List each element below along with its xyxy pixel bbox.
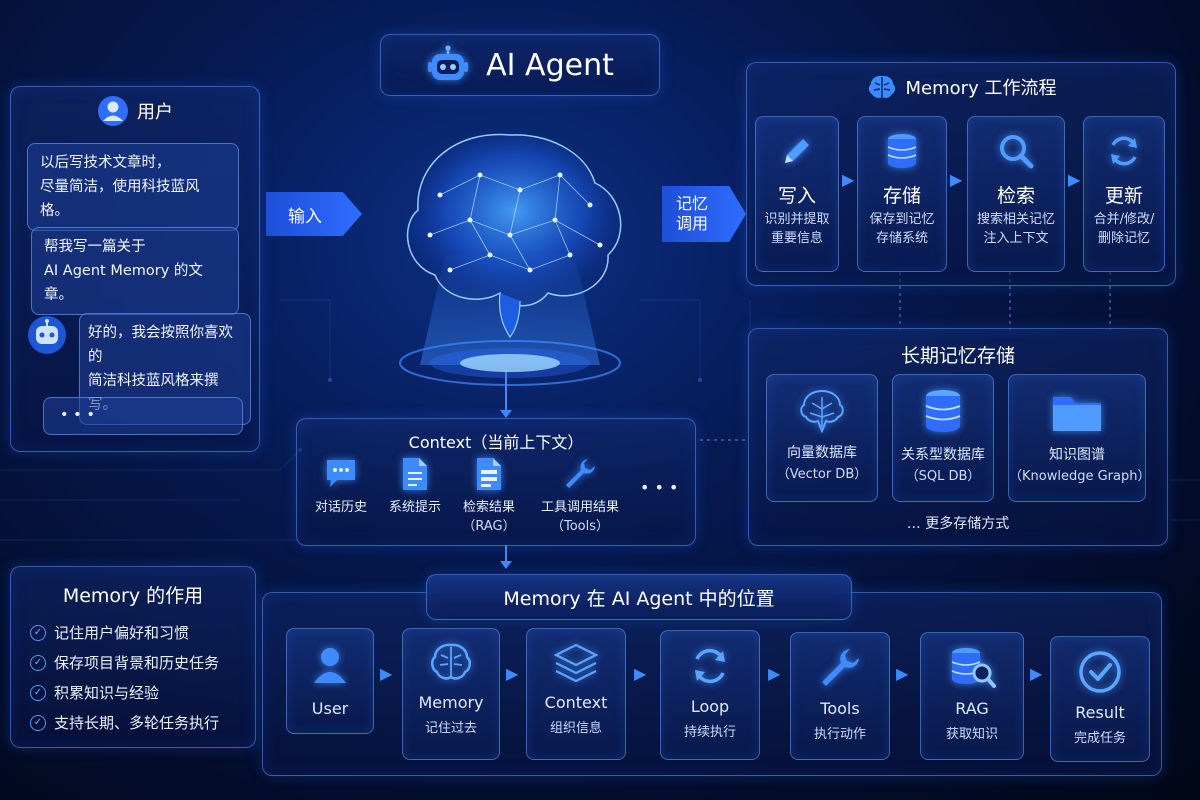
chat-icon	[323, 456, 359, 490]
position-step-user: User	[286, 628, 374, 734]
check-icon: ✓	[30, 654, 46, 671]
user-message-2: 帮我写一篇关于 AI Agent Memory 的文章。	[31, 227, 239, 315]
workflow-step-update: 更新 合并/修改/ 删除记忆	[1083, 116, 1165, 272]
context-item-tools: 工具调用结果 （Tools）	[530, 456, 630, 536]
workflow-step-store: 存储 保存到记忆 存储系统	[857, 116, 947, 272]
context-item-chat-history: 对话历史	[306, 456, 376, 517]
document-icon	[399, 456, 431, 492]
flow-arrow-icon: ▶	[842, 170, 855, 189]
position-step-loop: Loop 持续执行	[660, 630, 760, 760]
flow-arrow-icon: ▶	[634, 664, 647, 683]
flow-arrow-icon: ▶	[380, 664, 393, 683]
workflow-step-title: 检索	[996, 185, 1035, 207]
check-icon: ✓	[30, 714, 46, 731]
typing-indicator: • • •	[43, 397, 243, 435]
user-icon	[97, 95, 129, 127]
flow-arrow-icon: ▶	[896, 664, 909, 683]
memory-role-item: ✓ 记住用户偏好和习惯	[30, 622, 189, 643]
position-step-context: Context 组织信息	[526, 628, 626, 760]
user-icon	[308, 643, 352, 687]
check-icon: ✓	[30, 624, 46, 641]
context-item-rag: 检索结果 （RAG）	[454, 456, 524, 536]
more-storage-label: … 更多存储方式	[906, 516, 1010, 532]
position-step-result: Result 完成任务	[1050, 636, 1150, 762]
brain-hologram	[399, 133, 622, 386]
agent-avatar-icon	[27, 315, 67, 355]
brain-icon	[427, 641, 475, 685]
page-title: AI Agent	[486, 47, 614, 83]
memory-role-item: ✓ 保存项目背景和历史任务	[30, 652, 219, 673]
position-step-tools: Tools 执行动作	[790, 632, 890, 760]
flow-arrow-icon: ▶	[1030, 664, 1043, 683]
user-panel-header: 用户	[11, 95, 259, 127]
flow-arrow-icon: ▶	[506, 664, 519, 683]
robot-icon	[426, 45, 470, 85]
context-more: • • •	[640, 478, 679, 497]
database-icon	[882, 131, 922, 171]
memory-roles-title: Memory 的作用	[62, 585, 204, 607]
long-term-storage-title: 长期记忆存储	[900, 345, 1015, 367]
workflow-step-retrieve: 检索 搜索相关记忆 注入上下文	[967, 116, 1065, 272]
pencil-icon	[777, 131, 817, 171]
db-search-icon	[946, 645, 998, 691]
flow-arrow-icon: ▶	[950, 170, 963, 189]
loop-icon	[687, 643, 733, 689]
wrench-icon	[817, 645, 863, 691]
refresh-icon	[1104, 131, 1144, 171]
position-step-rag: RAG 获取知识	[920, 632, 1024, 760]
memory-role-item: ✓ 支持长期、多轮任务执行	[30, 712, 219, 733]
user-panel-title: 用户	[137, 102, 173, 123]
context-item-system-prompt: 系统提示	[380, 456, 450, 517]
wrench-icon	[562, 456, 598, 492]
workflow-step-title: 更新	[1104, 185, 1143, 207]
database-icon	[918, 387, 968, 437]
workflow-step-title: 存储	[882, 185, 921, 207]
vector-tree-icon	[794, 387, 850, 433]
check-circle-icon	[1077, 649, 1123, 695]
memory-role-item: ✓ 积累知识与经验	[30, 682, 159, 703]
layers-icon	[552, 641, 600, 685]
store-vector-db: 向量数据库 （Vector DB）	[766, 374, 878, 502]
search-icon	[996, 131, 1036, 171]
store-sql-db: 关系型数据库 （SQL DB）	[892, 374, 994, 502]
position-title: Memory 在 AI Agent 中的位置	[503, 587, 775, 610]
workflow-step-write: 写入 识别并提取 重要信息	[755, 116, 839, 272]
position-step-memory: Memory 记住过去	[402, 628, 500, 760]
memory-roles-panel: Memory 的作用	[10, 566, 256, 748]
brain-icon	[866, 73, 898, 101]
flow-arrow-icon: ▶	[1068, 170, 1081, 189]
file-list-icon	[473, 456, 505, 492]
flow-arrow-icon: ▶	[768, 664, 781, 683]
memory-workflow-header: Memory 工作流程	[747, 73, 1175, 101]
memory-workflow-title: Memory 工作流程	[905, 78, 1057, 99]
user-message-1: 以后写技术文章时， 尽量简洁，使用科技蓝风格。	[27, 143, 239, 231]
context-title: Context（当前上下文）	[408, 433, 584, 452]
store-knowledge-graph: 知识图谱 （Knowledge Graph）	[1008, 374, 1150, 502]
folder-icon	[1049, 389, 1105, 435]
recall-arrow: 记忆 调用	[662, 186, 746, 242]
header-box: AI Agent	[380, 34, 660, 96]
input-arrow: 输入	[266, 192, 362, 236]
user-panel: 用户 以后写技术文章时， 尽量简洁，使用科技蓝风格。 帮我写一篇关于 AI Ag…	[10, 86, 260, 452]
position-title-box: Memory 在 AI Agent 中的位置	[426, 574, 852, 620]
workflow-step-title: 写入	[777, 185, 816, 207]
check-icon: ✓	[30, 684, 46, 701]
